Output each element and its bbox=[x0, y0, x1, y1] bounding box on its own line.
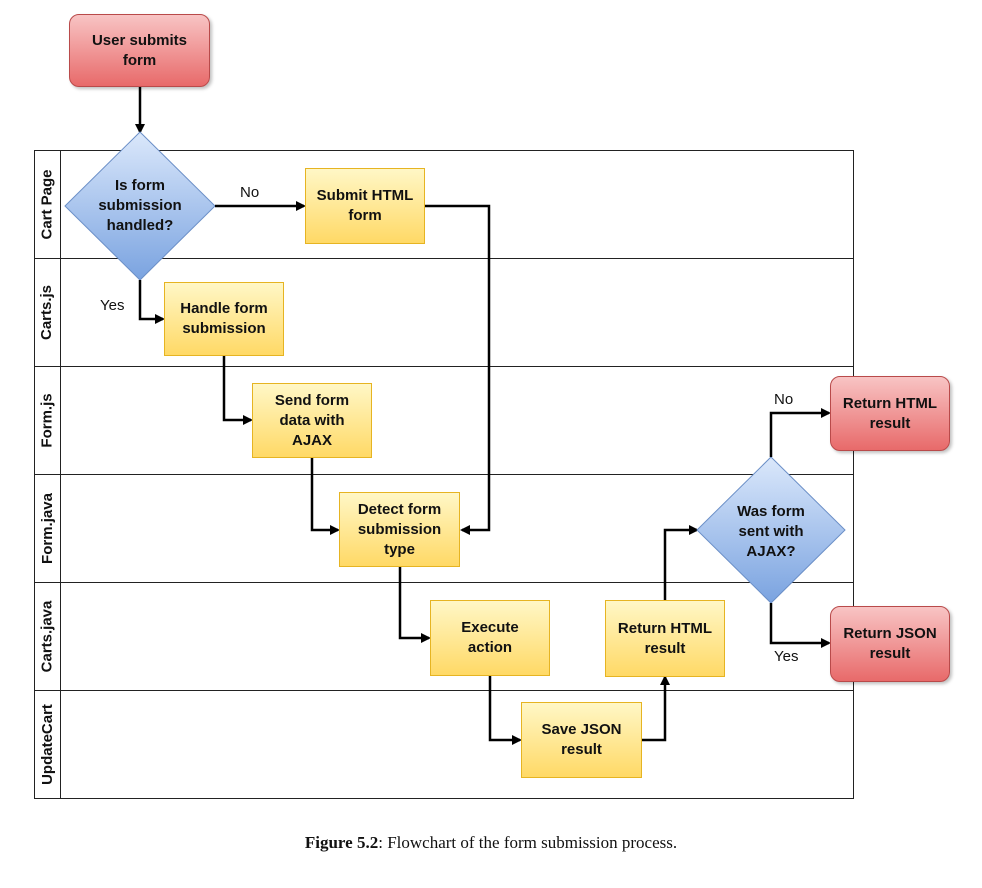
node-label: Return HTML result bbox=[842, 394, 938, 432]
lane-separator bbox=[34, 366, 854, 367]
edge-label-no: No bbox=[774, 391, 794, 408]
caption-label: Figure 5.2 bbox=[304, 833, 379, 852]
node-label: Execute action bbox=[461, 619, 519, 656]
node-label: Was form sent with AJAX? bbox=[737, 503, 805, 560]
end-terminal-json-result: Return JSON result bbox=[830, 606, 950, 682]
node-label: Detect form submission type bbox=[357, 500, 442, 558]
process-return-html-result: Return HTML result bbox=[605, 600, 725, 677]
process-handle-form-submission: Handle form submission bbox=[164, 282, 284, 356]
decision-ajax-label: Was form sent with AJAX? bbox=[711, 494, 831, 570]
caption-text: : Flowchart of the form submission proce… bbox=[378, 833, 678, 852]
process-submit-html-form: Submit HTML form bbox=[305, 168, 425, 244]
lane-separator bbox=[34, 690, 854, 691]
edge-save-to-return bbox=[642, 675, 670, 742]
node-label: Save JSON result bbox=[541, 721, 622, 758]
process-save-json-result: Save JSON result bbox=[521, 702, 642, 778]
node-label: Handle form submission bbox=[180, 300, 268, 337]
lane-separator bbox=[34, 474, 854, 475]
process-send-form-data-ajax: Send form data with AJAX bbox=[252, 383, 372, 458]
decision-handled-label: Is form submission handled? bbox=[80, 168, 200, 244]
edge-return-to-ajax bbox=[663, 525, 699, 600]
edge-handled-yes bbox=[138, 280, 165, 324]
edge-label-yes: Yes bbox=[774, 648, 799, 665]
node-label: Submit HTML form bbox=[316, 187, 414, 224]
node-label: Send form data with AJAX bbox=[274, 391, 350, 449]
node-label: Return JSON result bbox=[843, 625, 937, 662]
lane-separator bbox=[34, 582, 854, 583]
node-label: Return HTML result bbox=[617, 619, 713, 657]
process-execute-action: Execute action bbox=[430, 600, 550, 676]
figure-caption: Figure 5.2: Flowchart of the form submis… bbox=[0, 833, 982, 853]
edge-detect-to-execute bbox=[398, 567, 431, 643]
process-detect-submission-type: Detect form submission type bbox=[339, 492, 460, 567]
node-label: Is form submission handled? bbox=[98, 177, 182, 234]
edge-send-to-detect bbox=[310, 458, 340, 535]
end-terminal-html-result: Return HTML result bbox=[830, 376, 950, 451]
edge-ajax-yes bbox=[769, 603, 831, 648]
edge-execute-to-save bbox=[488, 676, 522, 745]
lane-separator bbox=[34, 258, 854, 259]
edge-label-yes: Yes bbox=[100, 297, 125, 314]
edge-submit-to-detect bbox=[425, 204, 491, 535]
edge-handle-to-send bbox=[222, 356, 253, 425]
edge-label-no: No bbox=[240, 184, 260, 201]
start-terminal: User submits form bbox=[69, 14, 210, 87]
node-label: User submits form bbox=[91, 31, 188, 69]
edge-ajax-no bbox=[769, 408, 831, 457]
